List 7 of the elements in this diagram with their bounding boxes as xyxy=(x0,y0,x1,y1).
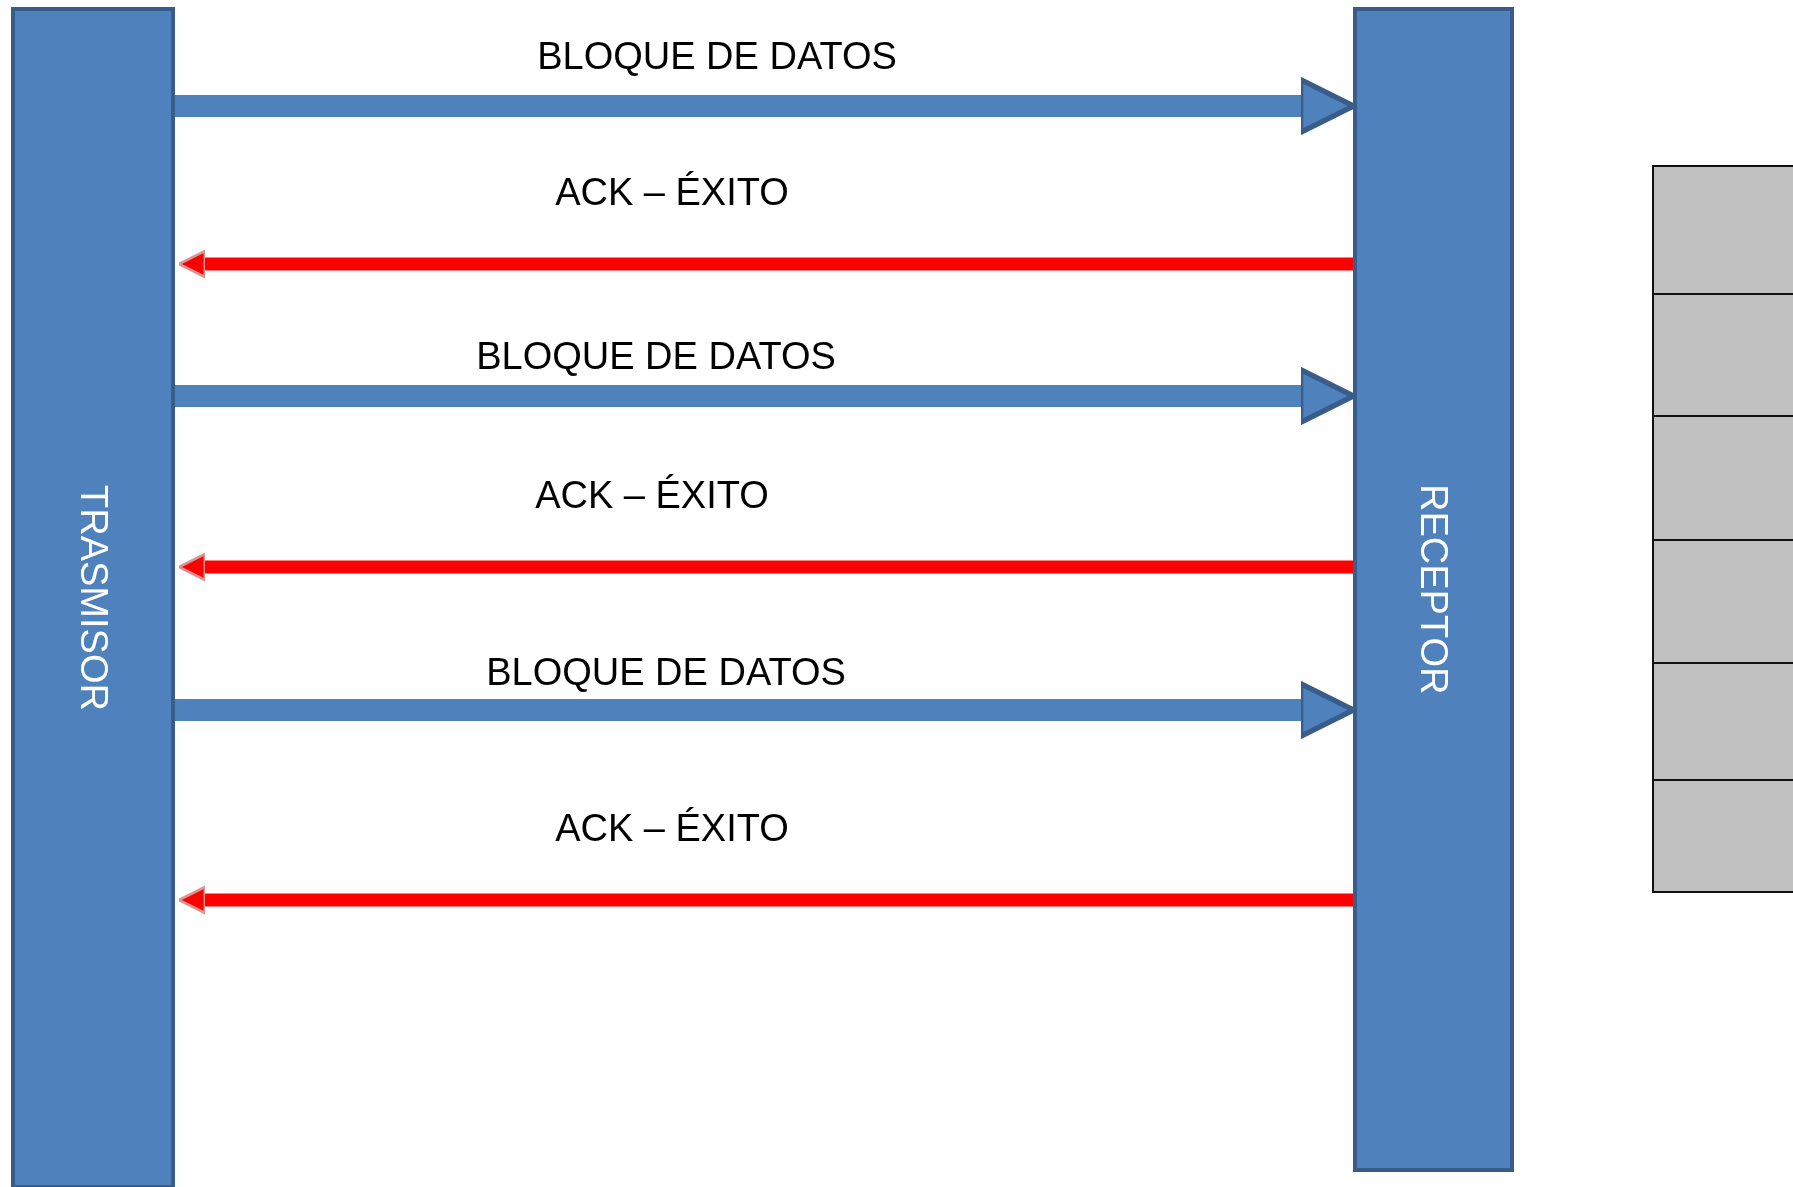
arrow xyxy=(177,885,1353,915)
arrow xyxy=(177,249,1353,279)
vertical-bar xyxy=(11,7,175,1187)
node-label: RECEPTOR xyxy=(1412,484,1455,695)
arrow xyxy=(177,552,1353,582)
vertical-bar xyxy=(1353,7,1514,1172)
node-label: TRASMISOR xyxy=(71,485,115,711)
